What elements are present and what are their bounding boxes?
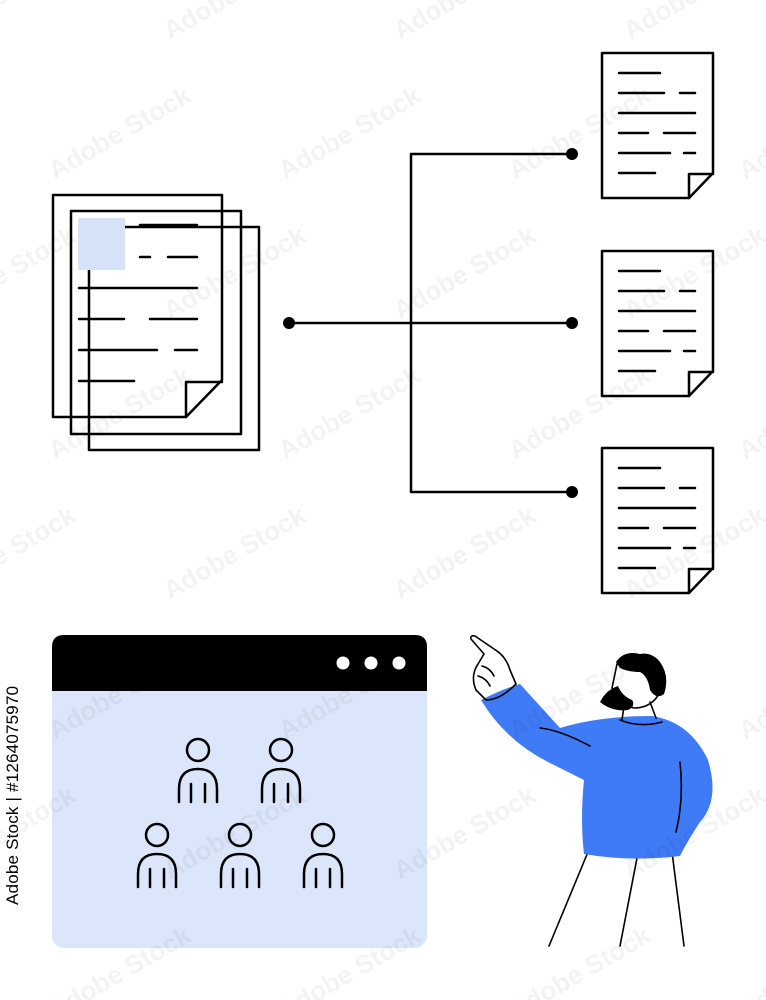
watermark-logo-text: Adobe Stock (0, 499, 81, 605)
watermark-logo-text: Adobe Stock (388, 499, 541, 605)
man-legs (548, 851, 685, 947)
connector-node-middle (566, 317, 578, 329)
man-beard (600, 686, 634, 711)
watermark-logo-text: Adobe Stock (158, 0, 311, 45)
document-sheet-front (51, 193, 224, 419)
man-sleeve-fold (539, 727, 591, 747)
connector-branch-line (409, 152, 574, 494)
person-icon (136, 822, 178, 889)
man-pointing-hand (470, 635, 517, 701)
person-icon (219, 822, 261, 889)
pointing-man-figure (470, 635, 713, 947)
watermark-logo-text: Adobe Stock (273, 79, 426, 185)
document-stack (51, 193, 261, 452)
team-people-icons (136, 737, 344, 889)
output-document-top-lines (617, 71, 697, 175)
browser-title-bar (52, 635, 427, 691)
document-text-lines (77, 223, 199, 383)
watermark-logo-text: Adobe Stock (0, 0, 81, 45)
output-document-bottom (600, 446, 715, 595)
browser-dot-icon (336, 656, 350, 670)
output-document-middle-lines (617, 269, 697, 373)
man-hair (616, 653, 667, 697)
watermark-logo-text: Adobe Stock (388, 0, 541, 45)
watermark-logo-text: Adobe Stock (733, 79, 766, 185)
man-head (600, 653, 667, 711)
connector-node-bottom (566, 486, 578, 498)
person-icon (302, 822, 344, 889)
watermark-logo-text: Adobe Stock (503, 359, 656, 465)
watermark-logo-text: Adobe Stock (0, 219, 81, 325)
watermark-logo-text: Adobe Stock (503, 919, 656, 1000)
watermark-logo-text: Adobe Stock (618, 0, 766, 45)
document-sheet-back (87, 225, 261, 452)
document-sheet-middle (69, 209, 243, 436)
output-document-top (600, 51, 715, 200)
browser-dot-icon (364, 656, 378, 670)
connector-source-node (283, 317, 295, 329)
watermark-logo-text: Adobe Stock (618, 219, 766, 325)
man-arm-line (675, 761, 683, 833)
connector-node-top (566, 148, 578, 160)
watermark-logo-text: Adobe Stock (733, 639, 766, 745)
watermark-logo-text: Adobe Stock (733, 919, 766, 1000)
browser-dot-icon (392, 656, 406, 670)
watermark-logo-text: Adobe Stock (43, 79, 196, 185)
stock-id-watermark: Adobe Stock | #1264075970 (3, 685, 22, 905)
watermark-logo-text: Adobe Stock (733, 359, 766, 465)
man-collar (619, 719, 663, 726)
watermark-logo-text: Adobe Stock (158, 499, 311, 605)
watermark-logo-text: Adobe Stock (273, 359, 426, 465)
man-sweater (481, 684, 713, 859)
output-document-bottom-lines (617, 466, 697, 570)
browser-window (52, 635, 427, 948)
person-icon (177, 737, 219, 804)
browser-content-panel (52, 635, 427, 948)
branch-connector (283, 148, 578, 498)
document-folded-corner (184, 380, 224, 419)
output-document-middle (600, 249, 715, 398)
watermark-logo-text: Adobe Stock (158, 219, 311, 325)
document-thumbnail (78, 218, 125, 270)
person-icon (260, 737, 302, 804)
